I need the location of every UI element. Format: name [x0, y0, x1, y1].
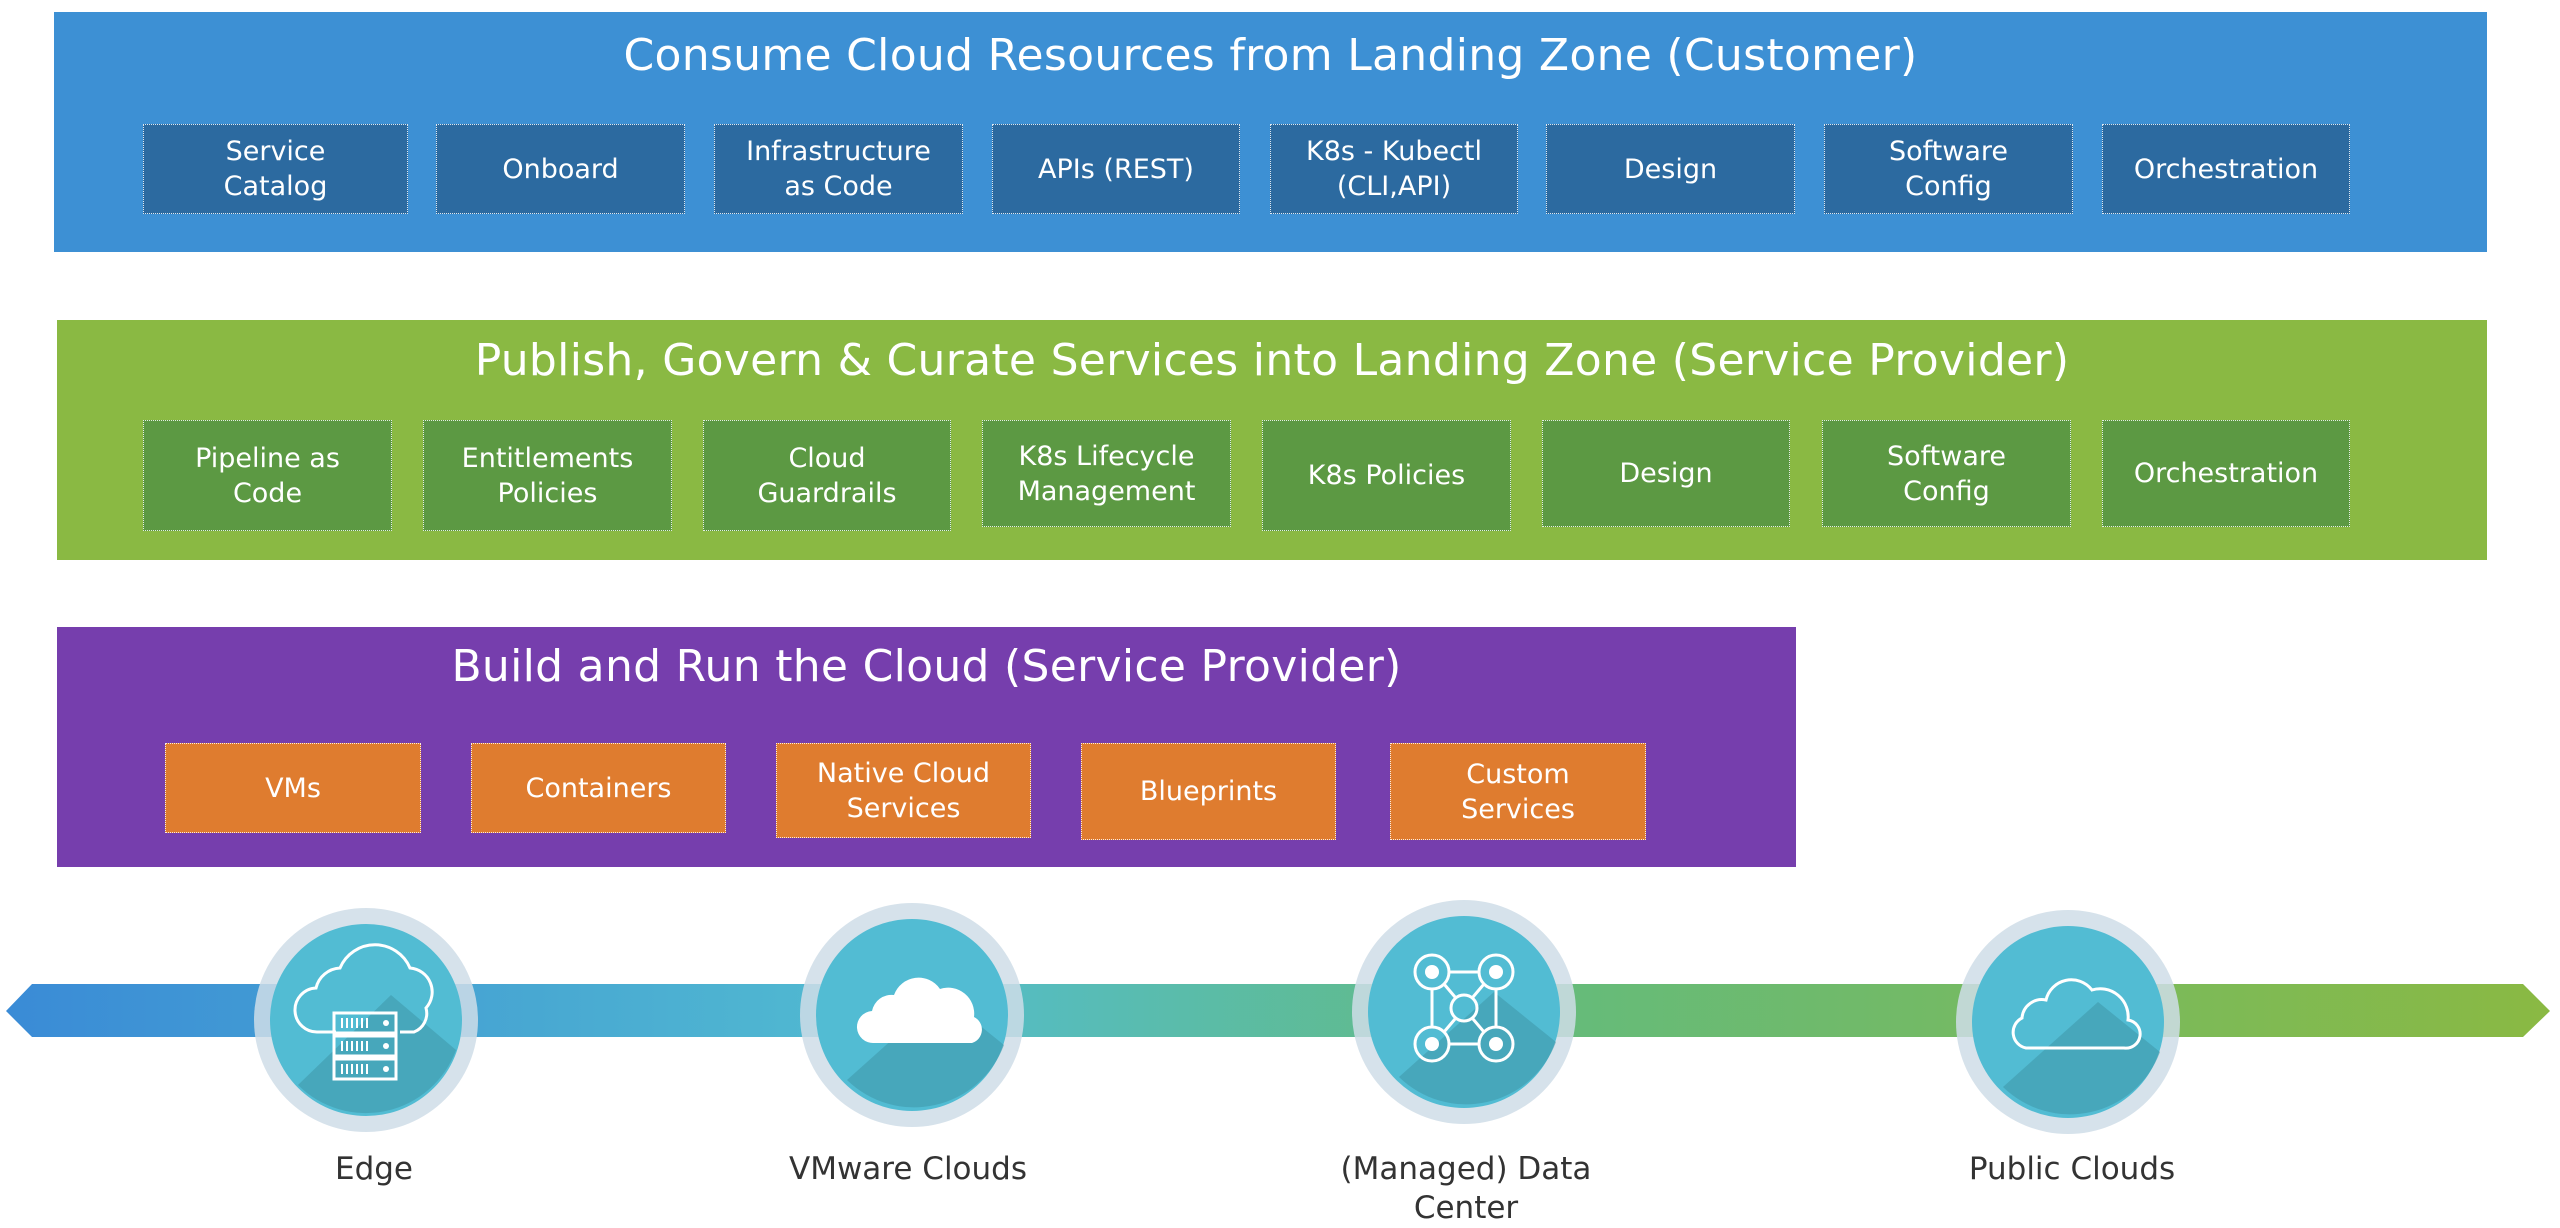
- publish-item-entitlements-policies[interactable]: Entitlements Policies: [423, 420, 672, 531]
- platform-vmware-clouds-label: VMware Clouds: [789, 1151, 1027, 1187]
- platform-managed-data-center[interactable]: [1344, 892, 1584, 1132]
- consume-item-service-catalog[interactable]: Service Catalog: [143, 124, 408, 214]
- publish-item-software-config[interactable]: Software Config: [1822, 420, 2071, 527]
- publish-item-pipeline-as-code[interactable]: Pipeline as Code: [143, 420, 392, 531]
- publish-item-k8s-policies[interactable]: K8s Policies: [1262, 420, 1511, 531]
- platform-edge-label: Edge: [334, 1151, 413, 1187]
- cloud-server-icon: [254, 908, 478, 1132]
- platform-public-clouds-label: Public Clouds: [1968, 1151, 2176, 1187]
- consume-item-infrastructure-as-code[interactable]: Infrastructure as Code: [714, 124, 963, 214]
- platform-managed-data-center-label: (Managed) Data Center: [1340, 1151, 1592, 1226]
- network-nodes-icon: [1352, 900, 1576, 1124]
- arrow-shape: [6, 984, 2550, 1037]
- publish-item-design[interactable]: Design: [1542, 420, 1790, 527]
- cloud-shape: [856, 977, 982, 1044]
- consume-item-design[interactable]: Design: [1546, 124, 1795, 214]
- solid-cloud-icon: [800, 903, 1024, 1127]
- consume-layer-title: Consume Cloud Resources from Landing Zon…: [623, 30, 1918, 81]
- build-item-native-cloud-services[interactable]: Native Cloud Services: [776, 743, 1031, 838]
- publish-layer-title: Publish, Govern & Curate Services into L…: [474, 335, 2070, 386]
- consume-item-orchestration[interactable]: Orchestration: [2102, 124, 2350, 214]
- build-item-custom-services[interactable]: Custom Services: [1390, 743, 1646, 840]
- publish-item-cloud-guardrails[interactable]: Cloud Guardrails: [703, 420, 951, 531]
- consume-item-onboard[interactable]: Onboard: [436, 124, 685, 214]
- publish-layer: Publish, Govern & Curate Services into L…: [57, 320, 2487, 560]
- cloud-outline: [2011, 978, 2142, 1050]
- consume-layer: Consume Cloud Resources from Landing Zon…: [54, 12, 2487, 252]
- platform-vmware-clouds[interactable]: [792, 895, 1032, 1135]
- consume-item-apis-rest[interactable]: APIs (REST): [992, 124, 1240, 214]
- build-item-containers[interactable]: Containers: [471, 743, 726, 833]
- outline-cloud-icon: [1956, 910, 2180, 1134]
- consume-item-k8s-kubectl[interactable]: K8s - Kubectl (CLI,API): [1270, 124, 1518, 214]
- build-item-vms[interactable]: VMs: [165, 743, 421, 833]
- build-item-blueprints[interactable]: Blueprints: [1081, 743, 1336, 840]
- platform-public-clouds[interactable]: [1948, 902, 2188, 1142]
- platform-edge[interactable]: [246, 900, 486, 1140]
- platform-arrow: [6, 984, 2550, 1037]
- build-layer: Build and Run the Cloud (Service Provide…: [57, 627, 1796, 867]
- build-layer-title: Build and Run the Cloud (Service Provide…: [451, 641, 1402, 692]
- consume-item-software-config[interactable]: Software Config: [1824, 124, 2073, 214]
- publish-item-k8s-lifecycle-management[interactable]: K8s Lifecycle Management: [982, 420, 1231, 527]
- publish-item-orchestration[interactable]: Orchestration: [2102, 420, 2350, 527]
